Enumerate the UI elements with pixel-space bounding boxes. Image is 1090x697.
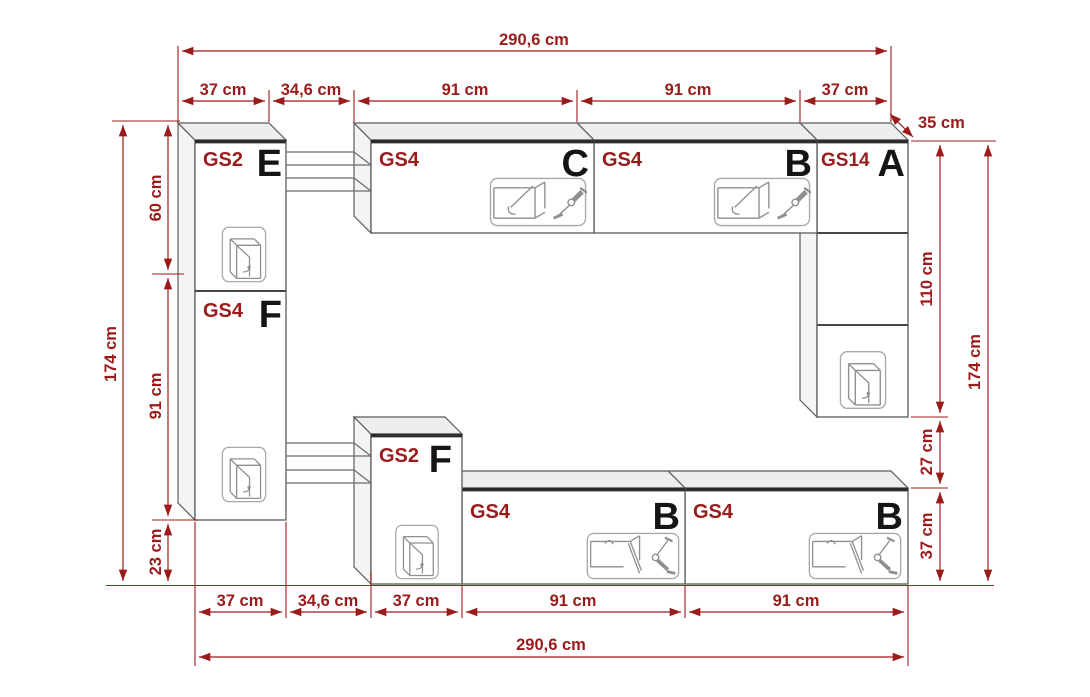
dim-top-seg-1: 34,6 cm [281,81,342,99]
cabinet-ef-front-face [194,139,287,521]
dim-left-1: 91 cm [147,373,165,420]
cabinet-e-model-label: GS2 [203,149,243,171]
cabinet-c-side-face [353,121,372,235]
dim-right-1: 27 cm [918,429,936,476]
cabinet-b2-letter: B [876,496,903,538]
cabinet-c-model-label: GS4 [379,149,420,171]
cabinet-c-top-face [352,122,596,141]
dim-left-0: 60 cm [147,175,165,222]
cabinet-labels: GS2 E GS4 F GS4 C GS4 B GS14 A GS2 F GS4… [203,143,905,538]
cabinet-a-top-face [798,122,910,141]
cabinet-ef-side-face [177,121,196,522]
cabinet-b1-letter: B [653,496,680,538]
cabinet-f2 [352,415,464,586]
cabinet-e-letter: E [257,143,282,185]
dim-left-total: 174 cm [102,326,120,382]
dim-left-2: 23 cm [147,529,165,576]
cabinet-f2-front-face [370,433,463,585]
cabinet-b1-top-face [443,470,687,489]
cabinet-b-top-letter: B [785,143,812,185]
dim-top-seg-3: 91 cm [665,81,712,99]
connecting-shelves [286,151,372,484]
cabinet-e-top-face [176,122,288,141]
cabinet-f2-top-face [352,416,464,435]
cabinet-b1-model-label: GS4 [470,501,511,523]
dim-top-total: 290,6 cm [499,31,569,49]
dim-bottom-seg-3: 91 cm [550,592,597,610]
dimension-bottom: 37 cm 34,6 cm 37 cm 91 cm 91 cm 290,6 cm [194,522,909,666]
cabinet-f2-side-face [353,415,372,586]
dim-bottom-seg-1: 34,6 cm [298,592,359,610]
cabinet-a-model-label: GS14 [821,150,870,171]
cabinet-f2-model-label: GS2 [379,445,419,467]
cabinet-b1 [443,470,687,585]
dim-bottom-seg-2: 37 cm [393,592,440,610]
dim-top-seg-4: 37 cm [822,81,869,99]
cabinet-c-letter: C [562,143,589,185]
dimension-top: 290,6 cm 37 cm 34,6 cm 91 cm 91 cm 37 cm [177,31,892,122]
cabinet-f-letter: F [259,294,282,336]
dim-bottom-total: 290,6 cm [516,636,586,654]
dim-depth: 35 cm [918,114,965,132]
cabinet-a-letter: A [878,143,905,185]
cabinet-f-model-label: GS4 [203,300,244,322]
cabinet-f2-letter: F [429,439,452,481]
cabinet-b2-model-label: GS4 [693,501,734,523]
cabinet-b-top [575,122,819,234]
dimension-right: 110 cm 27 cm 37 cm 174 cm [911,140,996,581]
dim-top-seg-2: 91 cm [442,81,489,99]
dim-top-seg-0: 37 cm [200,81,247,99]
dim-bottom-seg-4: 91 cm [773,592,820,610]
dimension-left: 60 cm 91 cm 23 cm 174 cm [102,120,198,581]
cabinet-e-f-column [176,121,288,522]
dim-bottom-seg-0: 37 cm [217,592,264,610]
cabinet-b2-top-face [666,470,910,489]
dim-right-2: 37 cm [918,513,936,560]
cabinet-b-top-top-face [575,122,819,141]
cabinet-b-top-model-label: GS4 [602,149,643,171]
dim-right-0: 110 cm [918,251,936,306]
dim-right-total: 174 cm [966,334,984,390]
dimension-depth: 35 cm [889,113,965,138]
cabinet-b2 [666,470,910,585]
